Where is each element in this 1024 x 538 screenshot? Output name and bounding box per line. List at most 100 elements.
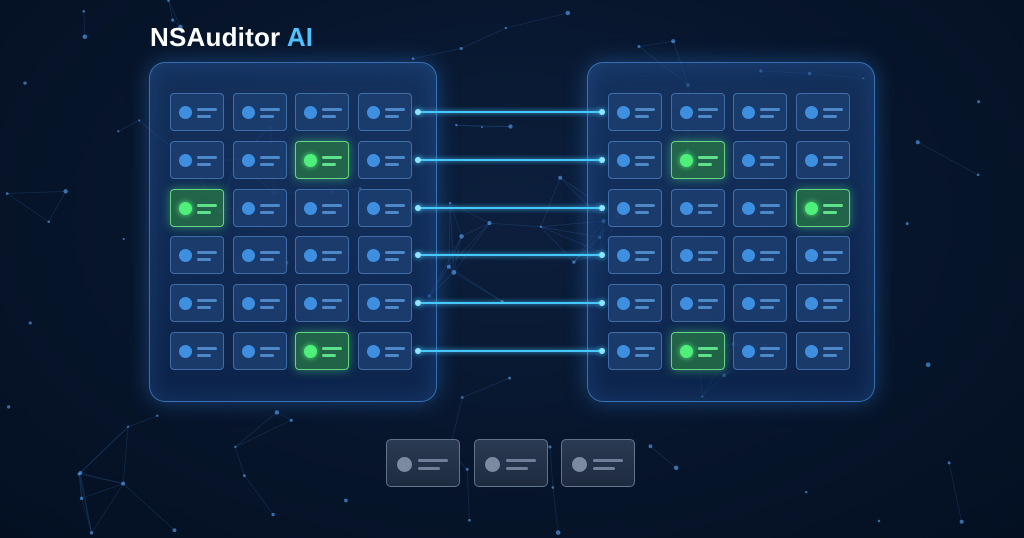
network-link: [7, 190, 66, 194]
connector-line: [418, 206, 602, 209]
left-grid-cell[interactable]: [295, 284, 349, 323]
record-card-icon: [617, 153, 630, 167]
right-grid-cell[interactable]: [608, 93, 662, 131]
left-grid-cell[interactable]: [232, 236, 287, 275]
right-grid-cell[interactable]: [733, 188, 787, 227]
record-line: [322, 299, 342, 303]
record-card-icon: [304, 106, 317, 119]
record-line: [697, 155, 718, 159]
right-grid-cell[interactable]: [670, 188, 725, 227]
record-line: [822, 210, 837, 214]
record-card-icon: [617, 201, 630, 215]
left-grid-cell[interactable]: [170, 332, 224, 370]
network-node: [138, 119, 141, 122]
network-node: [508, 376, 512, 380]
record-line: [635, 347, 655, 350]
right-grid-cell[interactable]: [608, 332, 662, 370]
left-grid-cell[interactable]: [357, 332, 412, 370]
bottom-record-card[interactable]: [386, 439, 460, 487]
left-grid-cell[interactable]: [170, 140, 224, 179]
record-card-icon: [679, 345, 693, 358]
network-node: [79, 496, 84, 501]
network-link: [78, 473, 92, 534]
left-grid-cell[interactable]: [295, 236, 349, 275]
right-grid-cell[interactable]: [795, 332, 850, 370]
network-node: [89, 531, 94, 535]
left-grid-cell-highlighted[interactable]: [295, 332, 349, 370]
right-grid-cell[interactable]: [795, 140, 850, 179]
record-line: [760, 155, 780, 159]
network-node: [959, 519, 964, 524]
right-grid-cell[interactable]: [670, 236, 725, 275]
network-node: [539, 225, 543, 228]
left-grid-cell[interactable]: [232, 93, 287, 131]
right-grid-cell[interactable]: [795, 93, 850, 131]
record-card-icon: [366, 106, 380, 119]
record-card-icon: [485, 457, 500, 472]
connector-node: [599, 156, 605, 163]
right-grid-cell[interactable]: [733, 93, 787, 131]
left-grid-cell[interactable]: [295, 93, 349, 131]
left-grid-cell[interactable]: [357, 140, 412, 179]
record-line: [760, 203, 780, 207]
right-grid-cell-highlighted[interactable]: [795, 188, 850, 227]
right-grid-cell[interactable]: [733, 140, 787, 179]
record-line: [384, 251, 405, 255]
left-grid-cell[interactable]: [357, 93, 412, 131]
network-link: [448, 266, 455, 273]
left-grid-cell[interactable]: [357, 284, 412, 323]
left-grid-cell[interactable]: [295, 188, 349, 227]
record-card-icon: [572, 457, 587, 472]
right-grid-cell[interactable]: [795, 284, 850, 323]
left-grid-cell[interactable]: [357, 188, 412, 227]
right-grid-cell[interactable]: [608, 140, 662, 179]
left-grid-cell-highlighted[interactable]: [295, 140, 349, 179]
record-line: [635, 210, 649, 214]
network-node: [905, 222, 909, 226]
left-grid-cell[interactable]: [357, 236, 412, 275]
right-grid-cell-highlighted[interactable]: [670, 332, 725, 370]
record-line: [197, 354, 211, 357]
record-card-icon: [617, 249, 630, 263]
network-link: [78, 473, 82, 499]
record-card-icon: [804, 106, 818, 119]
right-grid-cell[interactable]: [733, 236, 787, 275]
left-grid-cell[interactable]: [232, 140, 287, 179]
network-link: [6, 193, 50, 223]
record-line: [418, 467, 440, 470]
record-line: [259, 347, 280, 350]
bottom-record-card[interactable]: [474, 439, 548, 487]
network-node: [915, 140, 920, 145]
network-link: [81, 483, 124, 499]
left-grid-panel: [149, 62, 437, 402]
right-grid-cell[interactable]: [608, 284, 662, 323]
network-node: [637, 44, 641, 48]
connector-node: [599, 300, 605, 307]
network-link: [453, 222, 490, 273]
network-node: [480, 125, 484, 129]
network-node: [648, 444, 653, 449]
network-link: [540, 177, 561, 227]
right-grid-cell[interactable]: [608, 236, 662, 275]
right-grid-cell[interactable]: [670, 284, 725, 323]
record-line: [760, 347, 780, 350]
left-grid-cell[interactable]: [232, 188, 287, 227]
right-grid-cell[interactable]: [733, 284, 787, 323]
right-grid-cell[interactable]: [608, 188, 662, 227]
right-grid-cell[interactable]: [733, 332, 787, 370]
right-grid-cell[interactable]: [795, 236, 850, 275]
record-line: [322, 210, 336, 214]
bottom-record-card[interactable]: [561, 439, 635, 487]
record-line: [760, 210, 774, 214]
left-grid-cell[interactable]: [232, 332, 287, 370]
record-line: [259, 258, 274, 262]
left-grid-cell[interactable]: [232, 284, 287, 323]
right-grid-cell[interactable]: [670, 93, 725, 131]
left-grid-cell[interactable]: [170, 93, 224, 131]
left-grid-cell[interactable]: [170, 236, 224, 275]
left-grid-cell[interactable]: [170, 284, 224, 323]
left-grid-cell-highlighted[interactable]: [170, 188, 224, 227]
network-node: [551, 486, 555, 489]
right-grid-cell-highlighted[interactable]: [670, 140, 725, 179]
connector-node: [415, 348, 421, 354]
